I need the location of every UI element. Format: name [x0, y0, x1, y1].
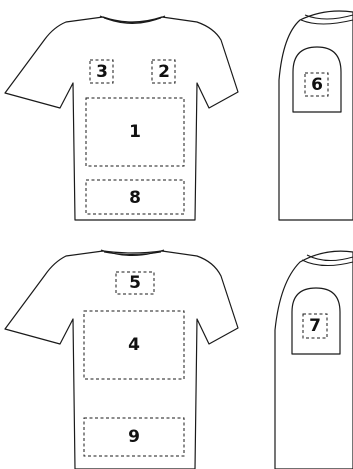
zone-label-7: 7: [309, 316, 321, 336]
back-shirt-outline: [5, 251, 238, 469]
zone-label-9: 9: [128, 427, 140, 447]
zone-label-2: 2: [158, 62, 170, 82]
front-shirt-outline: [5, 17, 238, 220]
front-shirt-view: 3 2 1 8: [5, 16, 238, 220]
zone-label-6: 6: [311, 75, 323, 95]
side-shirt-view-top: 6: [279, 11, 353, 220]
zone-label-4: 4: [128, 335, 140, 355]
side-shirt-view-bottom: 7: [275, 251, 353, 469]
side-sleeve-outline-bottom: [275, 251, 353, 469]
zone-label-1: 1: [129, 122, 141, 142]
zone-label-3: 3: [96, 62, 108, 82]
zone-label-8: 8: [129, 188, 141, 208]
back-shirt-view: 5 4 9: [5, 250, 238, 469]
side-sleeve-outline-top: [279, 11, 353, 220]
zone-label-5: 5: [129, 273, 141, 293]
